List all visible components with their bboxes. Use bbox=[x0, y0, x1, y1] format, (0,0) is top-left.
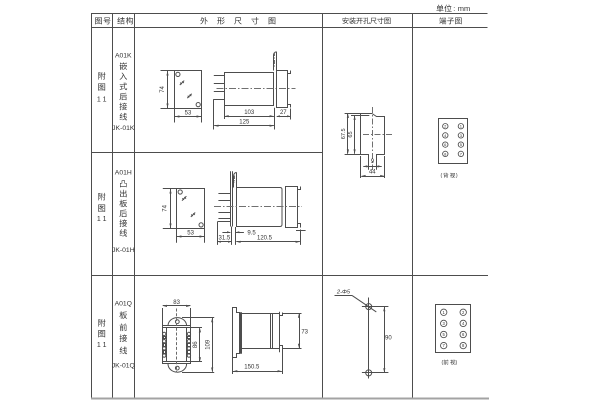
svg-text:3: 3 bbox=[443, 321, 446, 326]
svg-text:150.5: 150.5 bbox=[244, 365, 260, 371]
svg-text:A01H: A01H bbox=[115, 169, 132, 176]
svg-text:120.5: 120.5 bbox=[257, 236, 273, 242]
svg-text:): ) bbox=[456, 173, 458, 179]
svg-text:65: 65 bbox=[348, 131, 354, 137]
svg-text:2: 2 bbox=[462, 310, 465, 315]
svg-text:74: 74 bbox=[160, 85, 166, 92]
svg-text:9.5: 9.5 bbox=[247, 230, 256, 236]
svg-text:(: ( bbox=[441, 173, 443, 179]
svg-text:6: 6 bbox=[444, 142, 447, 147]
svg-text:86: 86 bbox=[193, 341, 199, 348]
svg-text:(: ( bbox=[442, 360, 444, 366]
svg-text:53: 53 bbox=[187, 231, 194, 237]
svg-text:27: 27 bbox=[280, 110, 287, 116]
svg-text:A01Q: A01Q bbox=[115, 301, 132, 308]
svg-text:1: 1 bbox=[460, 124, 463, 129]
svg-text:4: 4 bbox=[444, 133, 447, 138]
svg-text:90: 90 bbox=[385, 336, 392, 342]
svg-text:5: 5 bbox=[443, 332, 446, 337]
svg-text:7: 7 bbox=[443, 343, 446, 348]
svg-text:9: 9 bbox=[371, 159, 375, 165]
svg-text:5: 5 bbox=[460, 142, 463, 147]
svg-text:44: 44 bbox=[369, 170, 376, 176]
svg-text:74: 74 bbox=[163, 204, 169, 211]
svg-text:109: 109 bbox=[206, 339, 212, 350]
svg-text:103: 103 bbox=[244, 110, 255, 116]
svg-text:73: 73 bbox=[301, 330, 308, 336]
svg-text:JK-01K: JK-01K bbox=[112, 125, 135, 132]
svg-text:83: 83 bbox=[173, 300, 180, 306]
svg-text:JK-01Q: JK-01Q bbox=[112, 363, 135, 370]
svg-text:mm: mm bbox=[458, 4, 471, 13]
svg-text:1 1: 1 1 bbox=[97, 342, 107, 349]
svg-text:7: 7 bbox=[460, 151, 463, 156]
svg-text:1 1: 1 1 bbox=[97, 97, 107, 104]
svg-text:125: 125 bbox=[239, 120, 250, 126]
svg-text:JK-01H: JK-01H bbox=[112, 247, 135, 254]
svg-text:8: 8 bbox=[444, 151, 447, 156]
svg-text:6: 6 bbox=[462, 332, 465, 337]
svg-text:2-Φ5: 2-Φ5 bbox=[336, 290, 351, 296]
svg-text:53: 53 bbox=[185, 111, 192, 117]
svg-text:4: 4 bbox=[462, 321, 465, 326]
svg-text:1 1: 1 1 bbox=[97, 216, 107, 223]
svg-text:A01K: A01K bbox=[115, 53, 132, 60]
svg-text:31.5: 31.5 bbox=[219, 236, 231, 242]
svg-text:): ) bbox=[456, 360, 458, 366]
svg-text:1: 1 bbox=[443, 310, 446, 315]
svg-text:3: 3 bbox=[460, 133, 463, 138]
svg-text:8: 8 bbox=[462, 343, 465, 348]
svg-text:67.5: 67.5 bbox=[341, 128, 347, 139]
svg-text::: : bbox=[453, 6, 455, 13]
svg-text:2: 2 bbox=[444, 124, 447, 129]
